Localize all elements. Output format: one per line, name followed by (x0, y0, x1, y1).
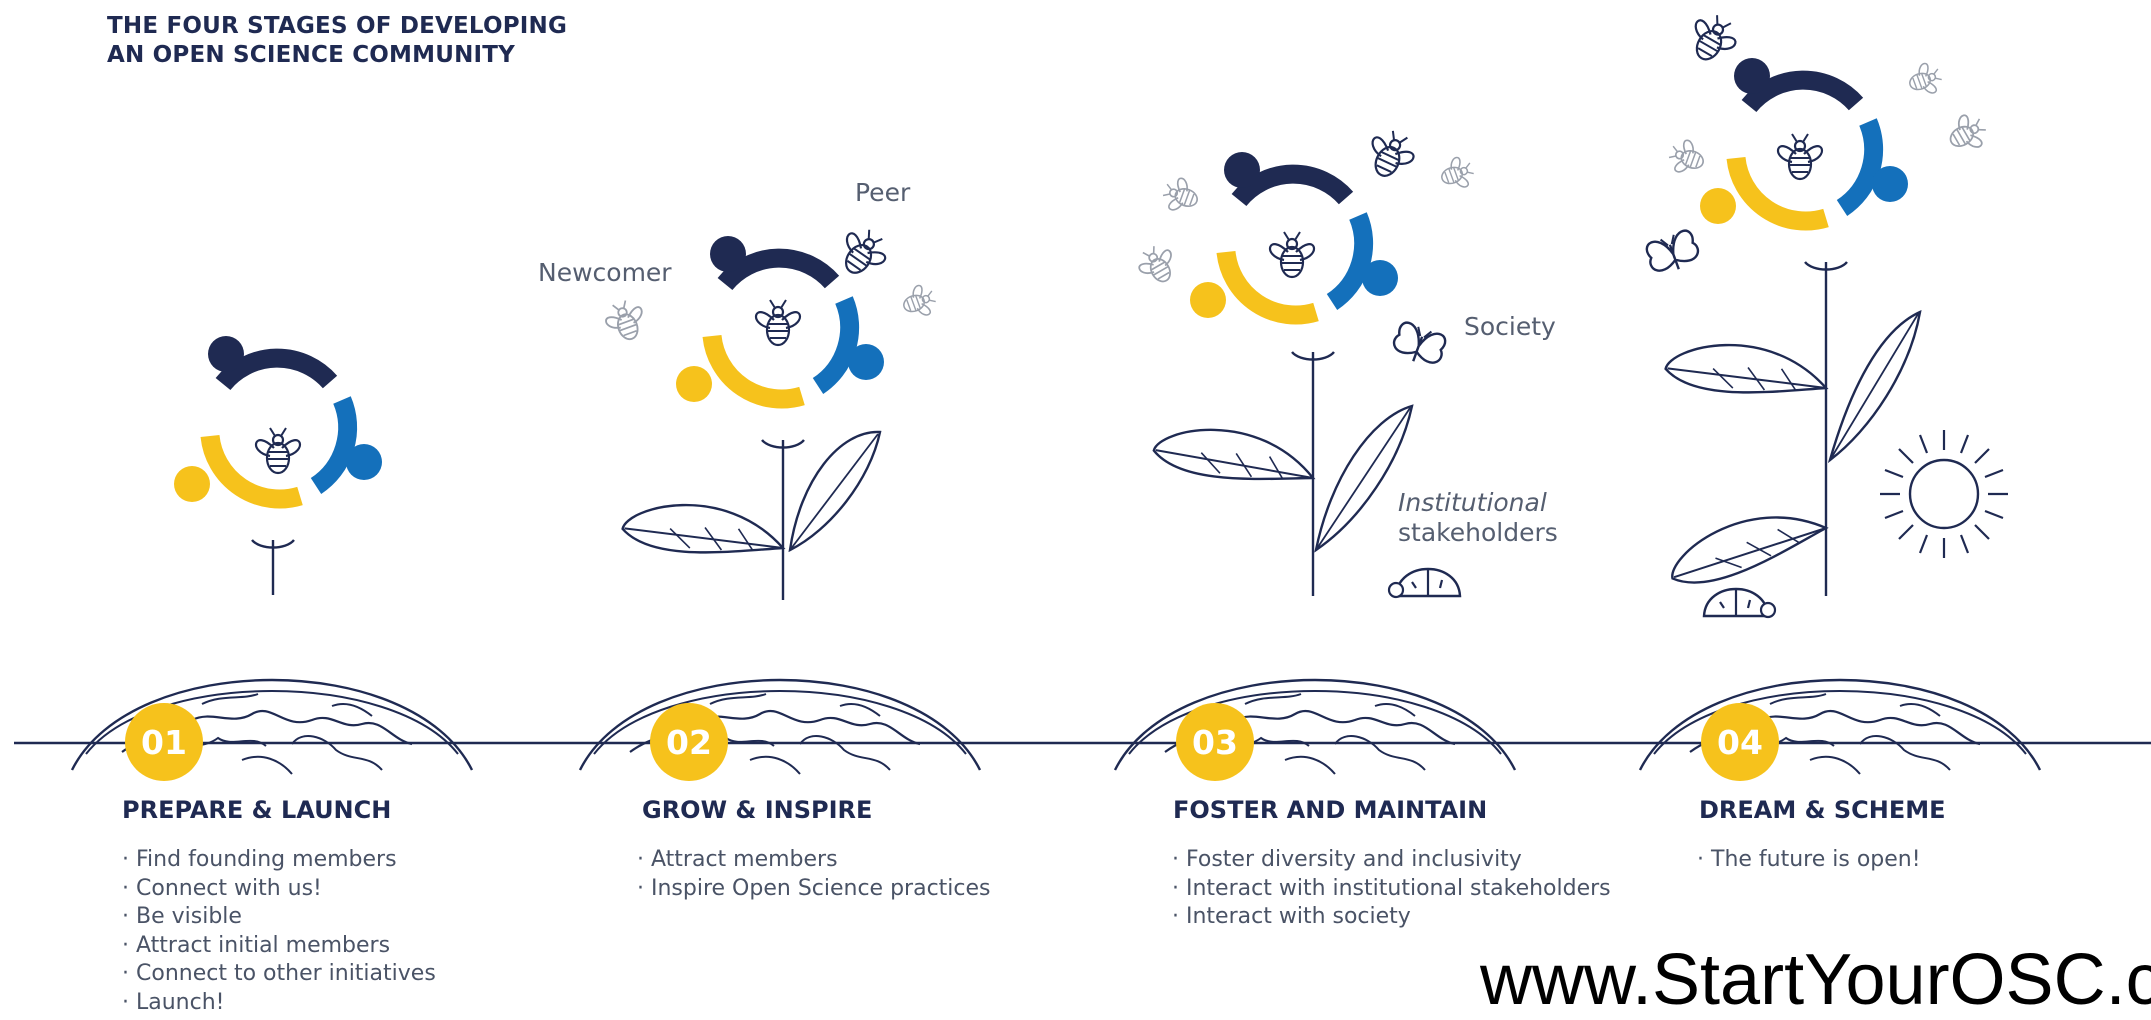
bee-icon (254, 426, 302, 475)
website-url: www.StartYourOSC.c (1480, 940, 2151, 1020)
stage-2-illustration (578, 220, 982, 776)
label-institutional: Institutional (1398, 488, 1547, 517)
bee-icon (1132, 239, 1183, 291)
bee-icon (754, 298, 802, 347)
stage-2-badge: 02 (650, 703, 728, 781)
stage-3-heading: FOSTER AND MAINTAIN (1173, 796, 1488, 824)
flower-logo-icon (174, 336, 382, 502)
leaf-icon (1150, 407, 1315, 511)
list-item: Interact with institutional stakeholders (1172, 875, 1611, 904)
label-society: Society (1464, 312, 1556, 341)
bee-icon (1268, 230, 1316, 279)
stage-1-illustration (70, 336, 474, 776)
title-line-2: AN OPEN SCIENCE COMMUNITY (107, 42, 516, 68)
ladybug-icon (1387, 567, 1462, 599)
stage-2-list: Attract members Inspire Open Science pra… (637, 846, 991, 903)
leaf-icon (1661, 318, 1828, 429)
stage-1-list: Find founding members Connect with us! B… (122, 846, 436, 1018)
sun-icon (1880, 430, 2008, 558)
bee-icon (1360, 123, 1422, 186)
globe-icon (1638, 678, 2042, 776)
stage-4-heading: DREAM & SCHEME (1699, 796, 1946, 824)
globe-icon (578, 678, 982, 776)
list-item: Find founding members (122, 846, 436, 875)
bee-icon (1776, 132, 1824, 181)
list-item: Attract members (637, 846, 991, 875)
bee-icon (898, 281, 940, 323)
list-item: Connect to other initiatives (122, 960, 436, 989)
flower-logo-icon (1190, 152, 1398, 318)
list-item: Connect with us! (122, 875, 436, 904)
stage-1-badge: 01 (125, 703, 203, 781)
bee-icon (1941, 108, 1993, 159)
stage-4-illustration (1638, 7, 2042, 776)
list-item: Inspire Open Science practices (637, 875, 991, 904)
list-item: Interact with society (1172, 903, 1611, 932)
flower-logo-icon (676, 236, 884, 402)
bee-icon (1904, 59, 1946, 101)
stage-1-heading: PREPARE & LAUNCH (122, 796, 392, 824)
bee-icon (600, 295, 651, 347)
bee-icon (830, 220, 895, 285)
globe-icon (1113, 678, 1517, 776)
list-item: Foster diversity and inclusivity (1172, 846, 1611, 875)
list-item: The future is open! (1697, 846, 1921, 875)
list-item: Be visible (122, 903, 436, 932)
label-stakeholders: stakeholders (1398, 518, 1558, 547)
title-line-1: THE FOUR STAGES OF DEVELOPING (107, 13, 568, 39)
butterfly-icon (1642, 227, 1704, 279)
label-newcomer: Newcomer (538, 258, 672, 287)
label-peer: Peer (855, 178, 911, 207)
bee-icon (1436, 153, 1478, 195)
bee-icon (1158, 173, 1204, 218)
bee-icon (1664, 135, 1710, 180)
ladybug-icon (1702, 587, 1777, 619)
stage-3-badge: 03 (1176, 703, 1254, 781)
list-item: Attract initial members (122, 932, 436, 961)
bee-icon (1681, 7, 1745, 71)
list-item: Launch! (122, 989, 436, 1018)
diagram-title: THE FOUR STAGES OF DEVELOPING AN OPEN SC… (107, 12, 567, 70)
leaf-icon (618, 478, 785, 589)
butterfly-icon (1388, 319, 1450, 371)
stage-3-list: Foster diversity and inclusivity Interac… (1172, 846, 1611, 932)
stage-2-heading: GROW & INSPIRE (642, 796, 873, 824)
stage-4-list: The future is open! (1697, 846, 1921, 875)
stage-4-badge: 04 (1701, 703, 1779, 781)
stage-3-illustration (1113, 123, 1517, 776)
